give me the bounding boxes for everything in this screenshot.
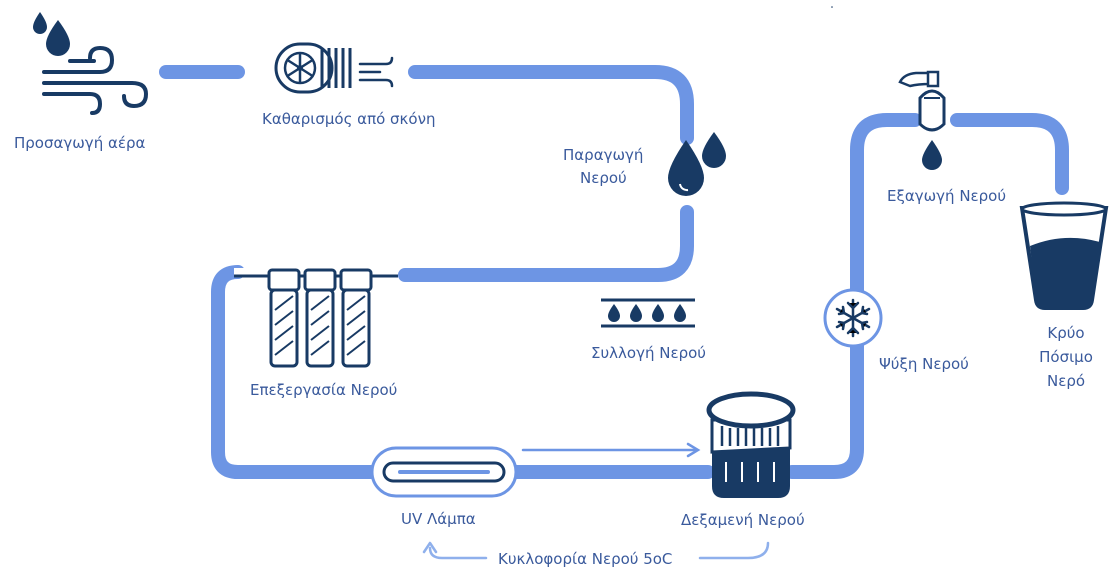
- stray-dot: [831, 6, 833, 8]
- cold-water-label-3: Νερό: [1046, 372, 1086, 390]
- air-intake-label: Προσαγωγή αέρα: [14, 134, 146, 152]
- tap-icon: [898, 70, 946, 170]
- water-collection-label: Συλλογή Νερού: [591, 344, 706, 362]
- water-glass-icon: [1019, 201, 1109, 310]
- water-treatment-label: Επεξεργασία Νερού: [250, 381, 398, 399]
- filter-cartridges-icon: [234, 268, 398, 368]
- circulation-label: Κυκλοφορία Νερού 5oC: [498, 550, 673, 568]
- water-tank-label: Δεξαμενή Νερού: [681, 511, 805, 529]
- wind-drops-icon: [33, 12, 149, 115]
- fan-filter-icon: [274, 42, 394, 94]
- cold-water-label-1: Κρύο: [1047, 324, 1085, 342]
- uv-lamp-icon: [370, 446, 518, 498]
- water-tank-icon: [706, 391, 796, 498]
- snowflake-icon: [823, 288, 883, 348]
- uv-lamp-label: UV Λάμπα: [401, 510, 476, 528]
- water-output-label: Εξαγωγή Νερού: [887, 187, 1007, 205]
- circulation-pipe: [422, 541, 770, 560]
- main-pipe: [159, 65, 1069, 479]
- dust-cleaning-label: Καθαρισμός από σκόνη: [262, 110, 436, 128]
- flow-arrow: [521, 442, 701, 458]
- water-cooling-label: Ψύξη Νερού: [879, 355, 969, 373]
- water-production-label-1: Παραγωγή: [563, 146, 644, 164]
- water-production-label-2: Νερού: [580, 169, 627, 187]
- water-drops-icon: [668, 132, 726, 196]
- collection-tray-icon: [601, 298, 695, 328]
- cold-water-label-2: Πόσιμο: [1039, 348, 1093, 366]
